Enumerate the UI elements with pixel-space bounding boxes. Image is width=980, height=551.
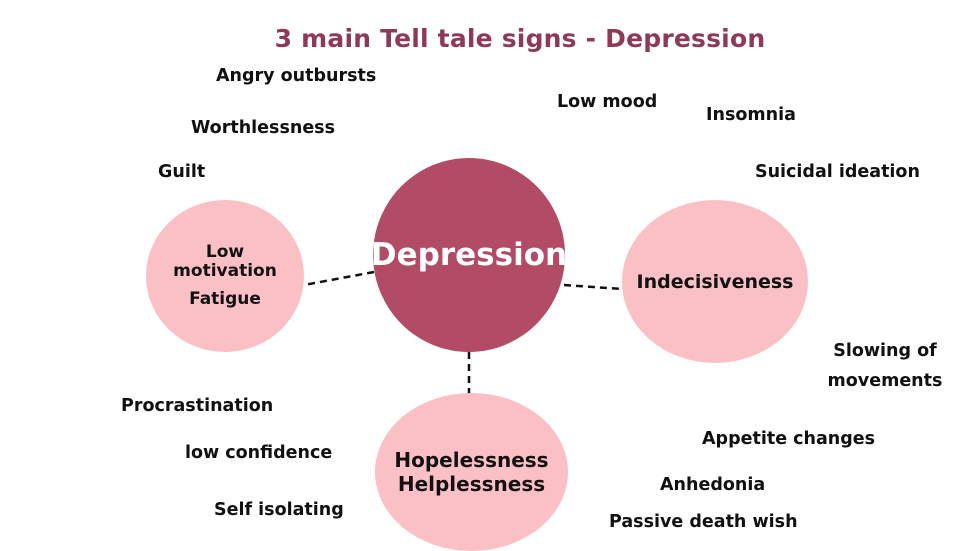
hub-bottom-label-2: Helplessness bbox=[397, 472, 546, 496]
symptom-passive-death-wish: Passive death wish bbox=[609, 512, 798, 532]
hub-low-motivation: Low motivation Fatigue bbox=[146, 200, 304, 352]
symptom-appetite-changes: Appetite changes bbox=[702, 429, 876, 449]
symptom-low-confidence: low confidence bbox=[185, 443, 333, 463]
symptom-self-isolating: Self isolating bbox=[214, 500, 344, 520]
hub-indecisiveness: Indecisiveness bbox=[622, 200, 808, 363]
symptom-slowing-of-movements: Slowing of movements bbox=[827, 341, 943, 391]
symptom-angry-outbursts: Angry outbursts bbox=[216, 66, 377, 86]
connector-left bbox=[303, 270, 375, 287]
hub-bottom-label-1: Hopelessness bbox=[394, 448, 549, 472]
hub-hopelessness: Hopelessness Helplessness bbox=[375, 393, 568, 551]
symptom-insomnia: Insomnia bbox=[706, 105, 796, 125]
hub-depression: Depression bbox=[370, 158, 568, 352]
symptom-low-mood: Low mood bbox=[557, 92, 658, 112]
diagram-title: 3 main Tell tale signs - Depression bbox=[274, 24, 766, 53]
symptom-suicidal-ideation: Suicidal ideation bbox=[755, 162, 920, 182]
symptom-procrastination: Procrastination bbox=[121, 396, 274, 416]
hub-depression-label: Depression bbox=[370, 237, 568, 273]
symptom-guilt: Guilt bbox=[158, 162, 206, 182]
hub-left-label-1: Low motivation bbox=[173, 242, 277, 281]
symptom-anhedonia: Anhedonia bbox=[660, 475, 766, 495]
connector-right bbox=[563, 283, 623, 291]
symptom-worthlessness: Worthlessness bbox=[191, 118, 336, 138]
hub-right-label: Indecisiveness bbox=[636, 270, 794, 293]
hub-left-label-2: Fatigue bbox=[189, 289, 261, 309]
